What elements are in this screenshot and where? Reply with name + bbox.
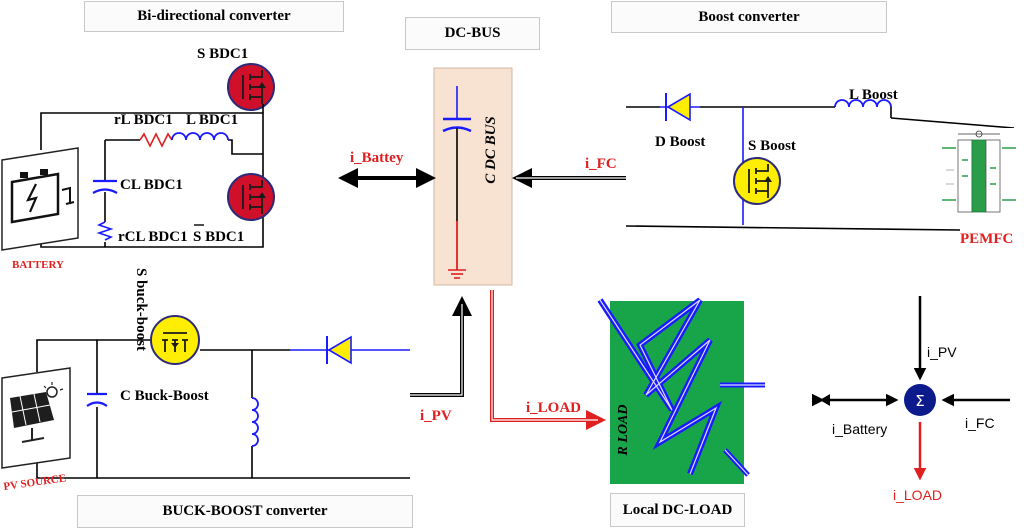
label-i-pv: i_PV [420,408,452,424]
buckboost-circuit [36,339,410,479]
title-buckboost: BUCK-BOOST converter [77,495,413,528]
label-r-load: R LOAD [616,405,631,457]
switch-s-buck-boost [150,315,200,365]
diode-buck-boost [326,335,352,365]
label-s-bdc1-lower: S BDC1 [193,229,244,245]
label-sum-i-load: i_LOAD [893,487,942,503]
label-c-dc-bus: C DC BUS [483,116,499,184]
title-boost: Boost converter [611,1,887,33]
dc-bus-box [433,67,513,286]
label-c-buck-boost: C Buck-Boost [120,388,209,404]
inductor-buck-boost [251,397,259,447]
label-sum-i-fc: i_FC [965,415,995,431]
label-i-fc: i_FC [585,156,617,172]
label-i-battery: i_Battey [350,150,404,166]
label-rl-bdc1: rL BDC1 [114,112,173,128]
solar-panel-icon [1,367,71,469]
label-l-boost: L Boost [849,87,898,103]
label-sum-i-battery: i_Battery [832,421,887,437]
title-bidirectional: Bi-directional converter [84,1,344,32]
label-pemfc: PEMFC [960,231,1013,247]
label-cl-bdc1: CL BDC1 [120,177,183,193]
pemfc-icon [935,128,1019,224]
load-box [610,301,744,484]
switch-s-boost [733,157,781,205]
label-sum-i-pv: i_PV [927,344,957,360]
arrow-i-pv [410,296,472,397]
capacitor-c-buck-boost [86,392,108,407]
switch-s-bdc1-lower [227,173,275,221]
label-rcl-bdc1: rCL BDC1 [118,229,188,245]
title-local-load: Local DC-LOAD [610,493,745,527]
summing-node [812,296,1010,481]
label-s-buck-boost: S buck-boost [133,268,149,351]
resistor-rcl-bdc1 [96,221,114,241]
label-sum-symbol: Σ [915,392,924,410]
label-d-boost: D Boost [655,134,705,150]
resistor-rl-bdc1 [139,132,173,148]
label-battery: BATTERY [12,259,64,271]
capacitor-c-dc-bus [442,86,472,279]
label-s-bdc1-upper: S BDC1 [197,46,248,62]
title-dcbus: DC-BUS [405,17,540,50]
label-i-load: i_LOAD [526,400,581,416]
label-pv-source: PV SOURCE [3,472,67,493]
label-s-boost: S Boost [748,138,796,154]
diode-d-boost [665,92,691,122]
battery-icon [1,147,79,251]
capacitor-cl-bdc1 [92,179,118,194]
label-l-bdc1: L BDC1 [186,112,238,128]
switch-s-bdc1-upper [227,63,275,111]
inductor-l-bdc1 [171,132,229,141]
